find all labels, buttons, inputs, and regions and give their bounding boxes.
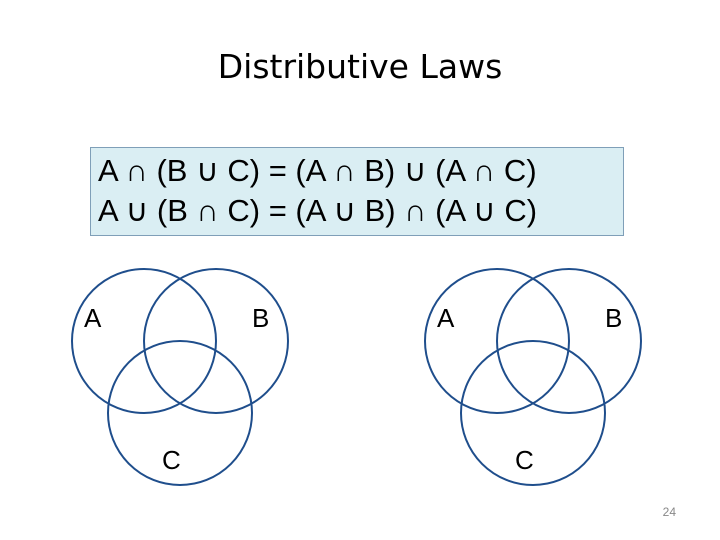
venn-left-label-a: A — [84, 303, 102, 333]
page-number: 24 — [662, 505, 676, 519]
venn-diagram-left: A B C — [71, 268, 289, 486]
venn-right-circle-c — [460, 340, 606, 486]
law-intersection-over-union: A ∩ (B ∪ C) = (A ∩ B) ∪ (A ∩ C) — [98, 153, 537, 188]
venn-right-label-b: B — [605, 303, 622, 333]
venn-left-circle-b — [143, 268, 289, 414]
distributive-laws-box: A ∩ (B ∪ C) = (A ∩ B) ∪ (A ∩ C) A ∪ (B ∩… — [90, 147, 624, 236]
venn-right-label-a: A — [437, 303, 455, 333]
venn-right-label-c: C — [515, 445, 534, 475]
venn-left-label-c: C — [162, 445, 181, 475]
slide-title: Distributive Laws — [217, 47, 503, 86]
venn-diagram-right: A B C — [424, 268, 642, 486]
venn-left-label-b: B — [252, 303, 269, 333]
venn-left-circle-c — [107, 340, 253, 486]
venn-left-circle-a — [71, 268, 217, 414]
law-union-over-intersection: A ∪ (B ∩ C) = (A ∪ B) ∩ (A ∪ C) — [98, 193, 538, 228]
venn-right-circle-a — [424, 268, 570, 414]
venn-right-circle-b — [496, 268, 642, 414]
